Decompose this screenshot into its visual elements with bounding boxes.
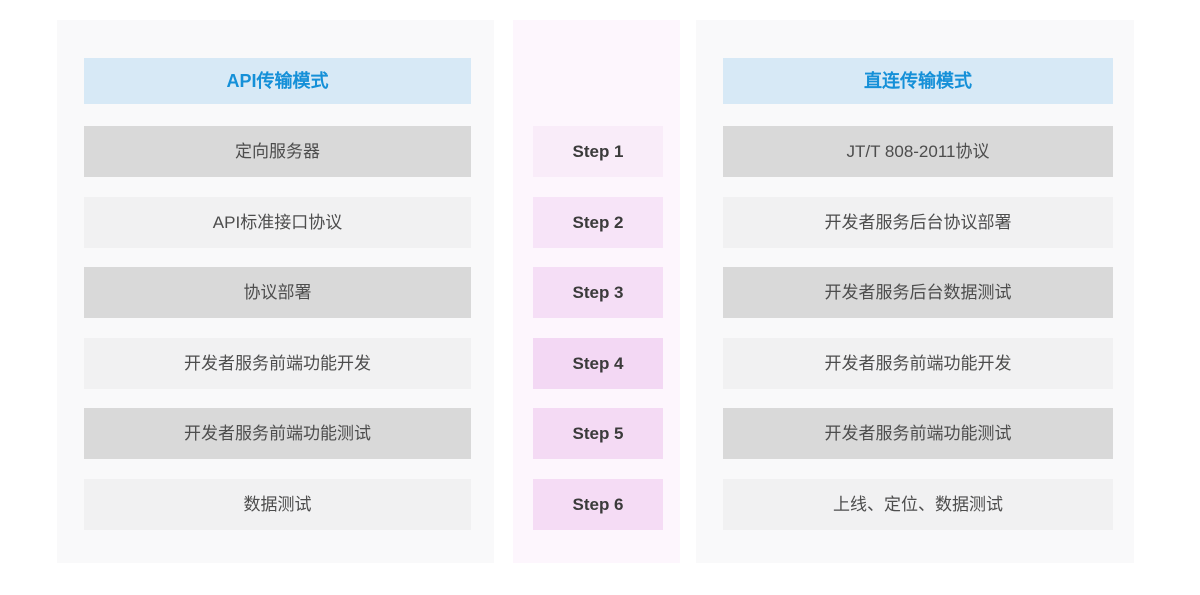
api-mode-row: 开发者服务前端功能测试 — [84, 408, 471, 459]
direct-mode-row: 开发者服务前端功能测试 — [723, 408, 1113, 459]
direct-mode-row: 开发者服务后台协议部署 — [723, 196, 1113, 248]
steps-panel: Step 1 Step 2 Step 3 Step 4 Step 5 Step … — [513, 20, 680, 563]
step-box: Step 4 — [533, 337, 663, 389]
direct-mode-row: 开发者服务前端功能开发 — [723, 337, 1113, 389]
direct-mode-panel: 直连传输模式 JT/T 808-2011协议 开发者服务后台协议部署 开发者服务… — [696, 20, 1134, 563]
direct-mode-row: 开发者服务后台数据测试 — [723, 267, 1113, 318]
direct-mode-header: 直连传输模式 — [723, 58, 1113, 104]
step-box: Step 6 — [533, 478, 663, 530]
direct-mode-row: 上线、定位、数据测试 — [723, 478, 1113, 530]
api-mode-row: 数据测试 — [84, 478, 471, 530]
step-box: Step 2 — [533, 196, 663, 248]
api-mode-panel: API传输模式 定向服务器 API标准接口协议 协议部署 开发者服务前端功能开发… — [57, 20, 494, 563]
step-box: Step 5 — [533, 408, 663, 459]
api-mode-row: 开发者服务前端功能开发 — [84, 337, 471, 389]
steps-list: Step 1 Step 2 Step 3 Step 4 Step 5 Step … — [513, 20, 680, 530]
direct-mode-rows: JT/T 808-2011协议 开发者服务后台协议部署 开发者服务后台数据测试 … — [696, 126, 1134, 530]
api-mode-row: API标准接口协议 — [84, 196, 471, 248]
api-mode-row: 协议部署 — [84, 267, 471, 318]
api-mode-rows: 定向服务器 API标准接口协议 协议部署 开发者服务前端功能开发 开发者服务前端… — [57, 126, 494, 530]
direct-mode-row: JT/T 808-2011协议 — [723, 126, 1113, 177]
step-box: Step 3 — [533, 267, 663, 318]
api-mode-row: 定向服务器 — [84, 126, 471, 177]
step-box: Step 1 — [533, 126, 663, 177]
api-mode-header: API传输模式 — [84, 58, 471, 104]
